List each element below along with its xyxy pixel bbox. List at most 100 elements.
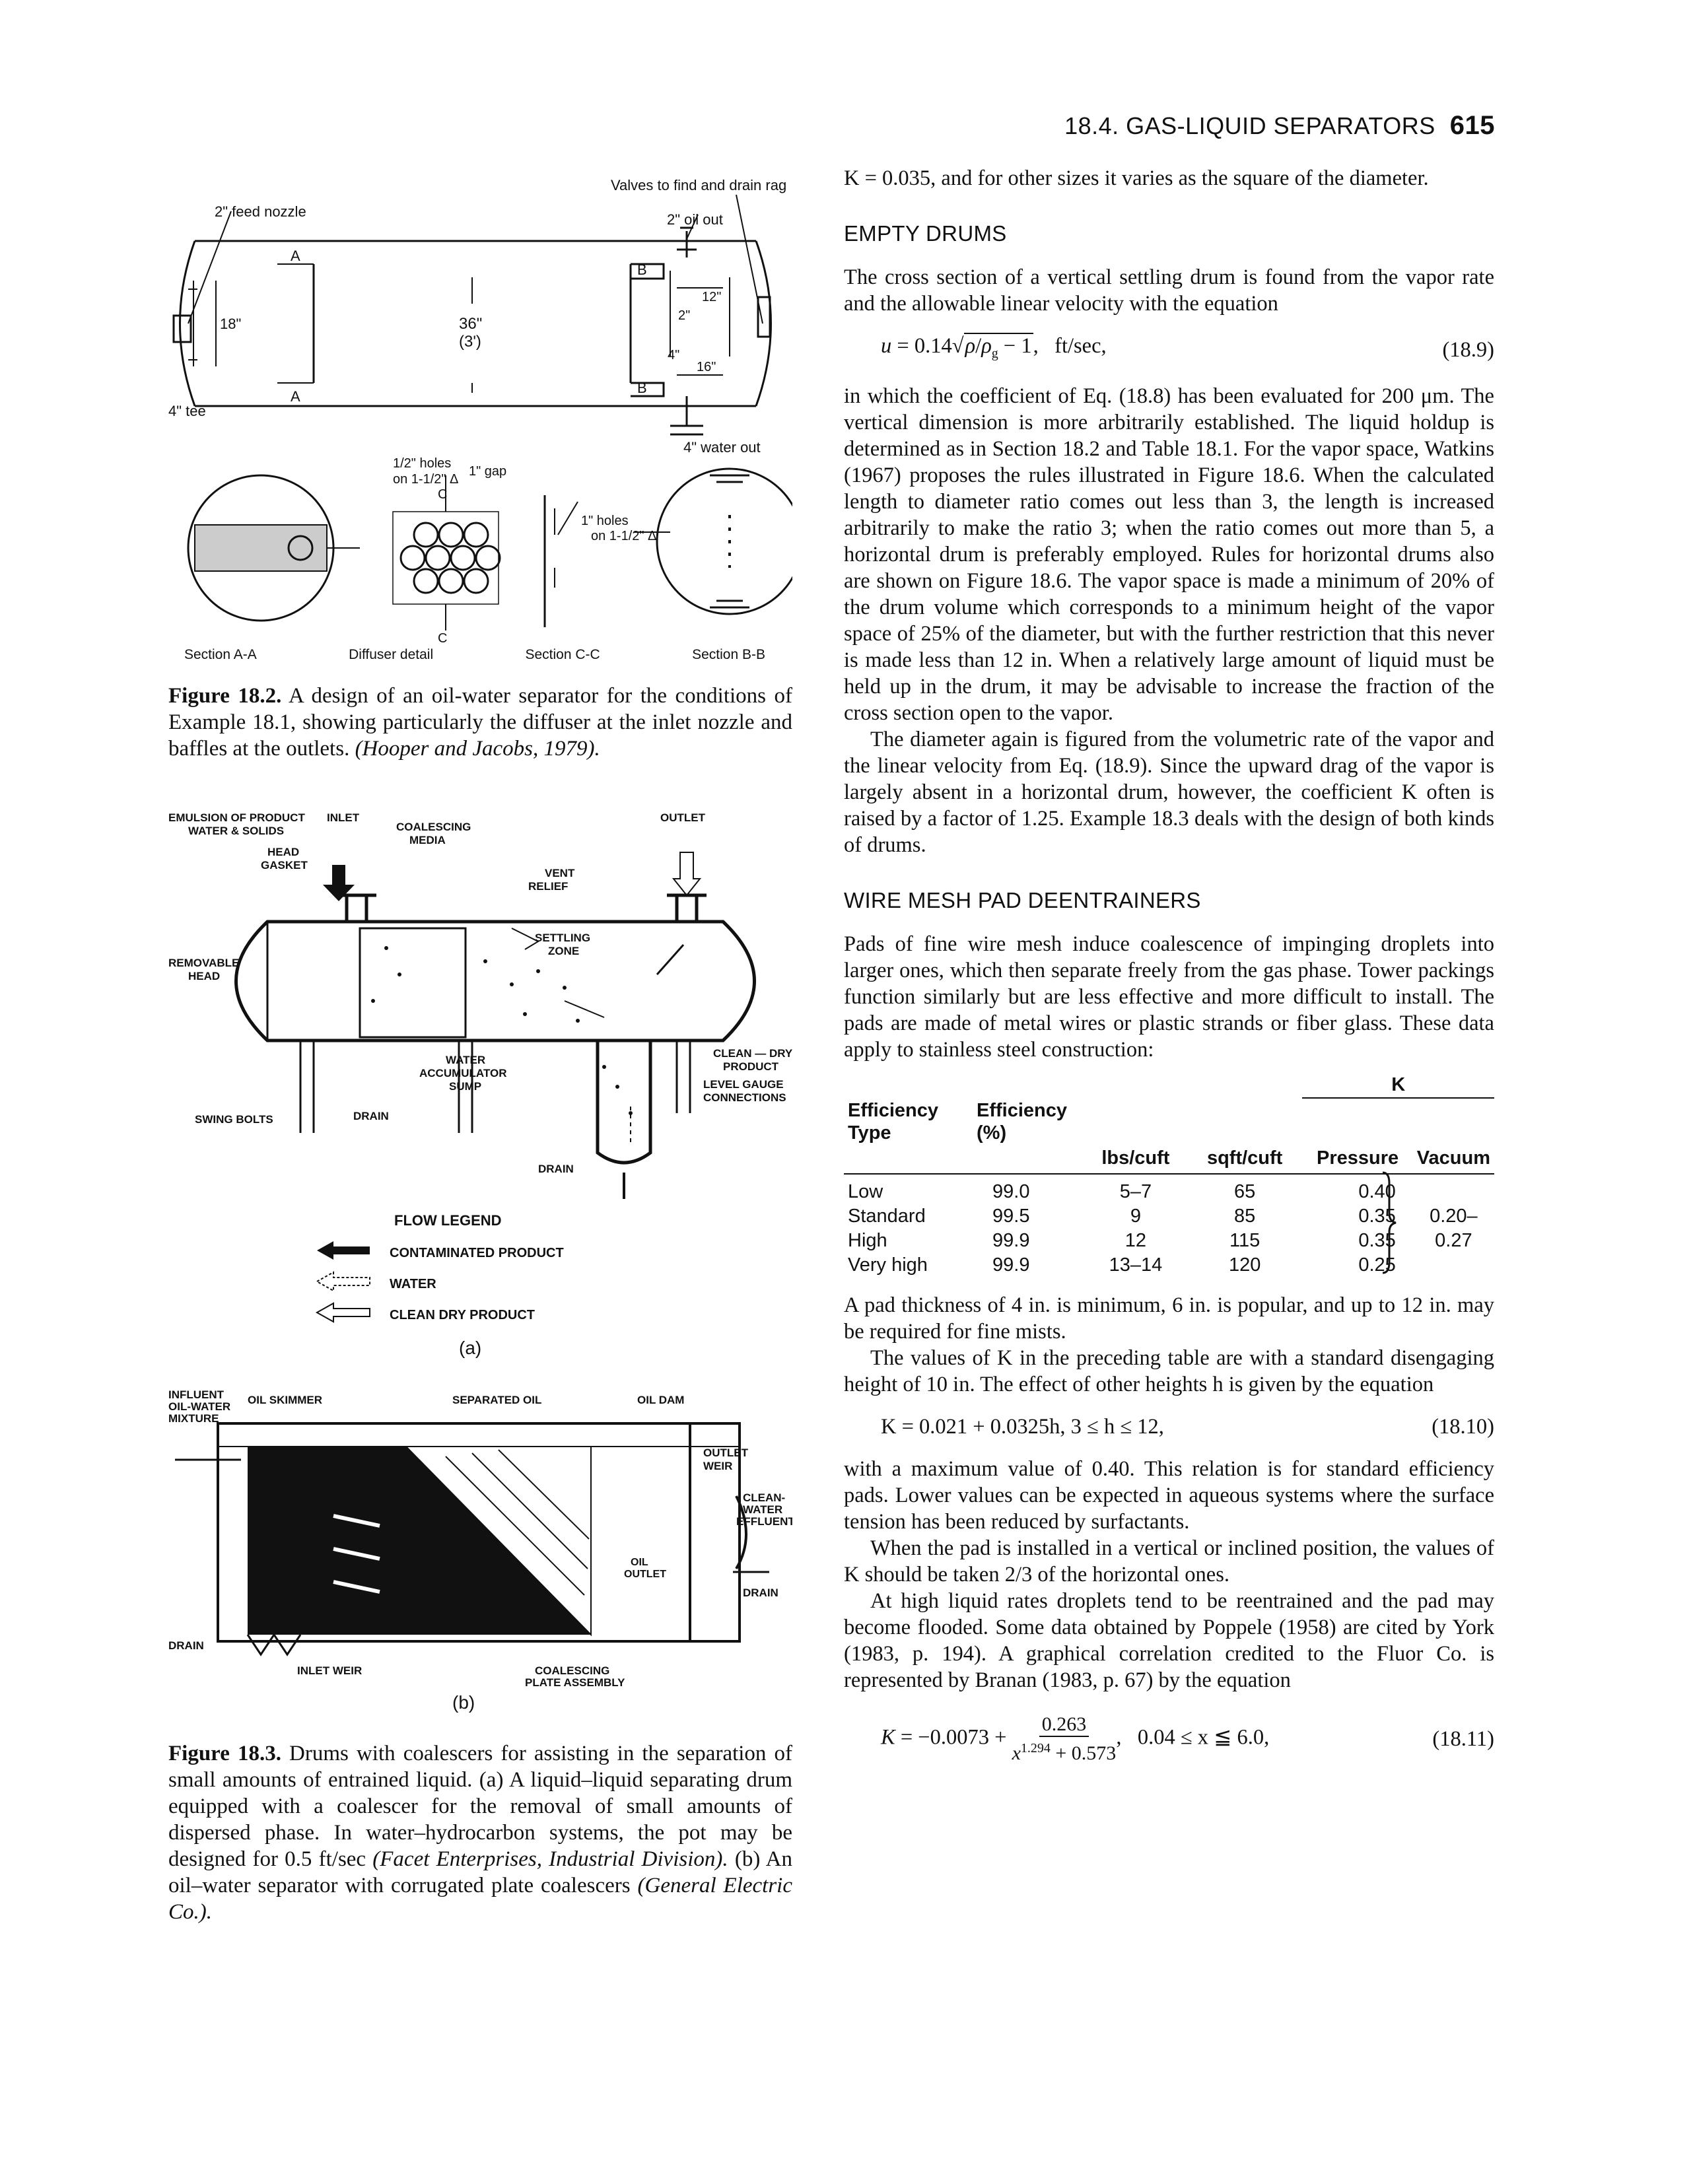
fig183a-emulsion: EMULSION OF PRODUCT bbox=[168, 811, 305, 824]
fig183a-level-gauge: LEVEL GAUGE bbox=[703, 1078, 784, 1091]
table-cell: Low bbox=[848, 1180, 883, 1202]
fig183a-accumulator: ACCUMULATOR bbox=[419, 1067, 507, 1079]
fig183b-clean: CLEAN- bbox=[743, 1491, 785, 1504]
table-header-efficiency-pct: Efficiency (%) bbox=[977, 1099, 1068, 1143]
table-header-efficiency-type: Efficiency Type bbox=[848, 1099, 938, 1143]
table-k-header: K bbox=[1391, 1074, 1406, 1095]
fig183a-legend-water-symbol bbox=[315, 1271, 370, 1292]
table-right-brace bbox=[1382, 1171, 1397, 1274]
figure-18-3-caption: Figure 18.3. Drums with coalescers for a… bbox=[168, 1740, 792, 1925]
fig183b-drain-right: DRAIN bbox=[743, 1587, 778, 1599]
fig182-section-aa: Section A-A bbox=[184, 647, 257, 662]
fig183-caption-source-2: (General Electric Co.). bbox=[168, 1874, 793, 1924]
figure-18-3b: INFLUENT OIL-WATER MIXTURE OIL SKIMMER S… bbox=[168, 1384, 792, 1925]
fig183a-inlet: INLET bbox=[327, 811, 360, 824]
fig183a-swing-bolts: SWING BOLTS bbox=[195, 1113, 273, 1126]
fig183a-product: PRODUCT bbox=[723, 1060, 779, 1073]
paragraph-diameter: The diameter again is figured from the v… bbox=[844, 727, 1494, 857]
table-cell: High bbox=[848, 1229, 887, 1251]
fig182-b-top-label: B bbox=[637, 261, 647, 278]
table-cell: 13–14 bbox=[1109, 1254, 1163, 1276]
fig182-dim-16: 16" bbox=[697, 360, 716, 374]
fig183a-legend-clean-symbol bbox=[315, 1302, 370, 1323]
paragraph-pad-thickness: A pad thickness of 4 in. is minimum, 6 i… bbox=[844, 1293, 1494, 1344]
equation-18-9: u = 0.14√ρ/ρg − 1, ft/sec, (18.9) bbox=[844, 333, 1494, 367]
fig183a-settling: SETTLING bbox=[535, 932, 590, 944]
fig183a-removable: REMOVABLE bbox=[168, 957, 239, 969]
fig183b-drain-left: DRAIN bbox=[168, 1639, 204, 1652]
equation-18-10-number: (18.10) bbox=[1432, 1414, 1494, 1439]
fig183-caption-text-1: Drums with coalescers for assisting in t… bbox=[168, 1742, 792, 1871]
paragraph-vertical: When the pad is installed in a vertical … bbox=[844, 1536, 1494, 1587]
running-head-section: 18.4. GAS-LIQUID SEPARATORS bbox=[1064, 112, 1435, 139]
fig182-b-bottom-label: B bbox=[637, 380, 647, 396]
table-cell: 85 bbox=[1234, 1205, 1256, 1227]
fig183b-separated-oil: SEPARATED OIL bbox=[452, 1394, 541, 1406]
wire-table-wrapper: K Efficiency Type Efficiency (%) lbs/cuf… bbox=[844, 1072, 1494, 1278]
fig183a-zone: ZONE bbox=[548, 945, 579, 957]
fig182-gap-label: 1" gap bbox=[469, 464, 506, 479]
fig183b-water: WATER bbox=[743, 1503, 782, 1516]
fig183b-oil: OIL bbox=[631, 1557, 648, 1568]
fig183b-outlet: OUTLET bbox=[703, 1447, 749, 1459]
left-column: Valves to find and drain rag 2" feed noz… bbox=[168, 165, 792, 1948]
page-number: 615 bbox=[1449, 111, 1495, 140]
fig183a-drain: DRAIN bbox=[353, 1110, 389, 1122]
table-cell: Very high bbox=[848, 1254, 928, 1276]
equation-18-11-range: 0.04 ≤ x ≦ 6.0, bbox=[1137, 1724, 1270, 1749]
table-cell: 65 bbox=[1234, 1180, 1256, 1202]
table-cell: 9 bbox=[1130, 1205, 1141, 1227]
fig183a-legend-contaminated-symbol bbox=[317, 1241, 370, 1260]
running-head: 18.4. GAS-LIQUID SEPARATORS 615 bbox=[769, 111, 1495, 141]
table-cell: 99.9 bbox=[992, 1254, 1030, 1276]
equation-18-10: K = 0.021 + 0.0325h, 3 ≤ h ≤ 12, (18.10) bbox=[844, 1414, 1494, 1440]
table-cell: 12 bbox=[1124, 1229, 1147, 1251]
fig182-dim-3ft: (3') bbox=[459, 333, 481, 351]
figure-18-2-caption: Figure 18.2. A design of an oil-water se… bbox=[168, 683, 792, 762]
fig182-section-cc: Section C-C bbox=[525, 647, 600, 662]
figure-18-3b-drawing: INFLUENT OIL-WATER MIXTURE OIL SKIMMER S… bbox=[168, 1388, 792, 1713]
table-cell: 99.5 bbox=[992, 1205, 1030, 1227]
equation-18-11-number: (18.11) bbox=[1432, 1726, 1494, 1751]
table-header-vacuum: Vacuum bbox=[1412, 1145, 1494, 1175]
fig182-valves-label: Valves to find and drain rag bbox=[611, 177, 786, 193]
fig182-dim-2: 2" bbox=[678, 308, 690, 323]
fig182-c-bottom-label: C bbox=[438, 631, 447, 646]
fig183a-vent: VENT bbox=[545, 867, 575, 879]
fig182-on-1half-b-label: on 1-1/2" Δ bbox=[591, 529, 656, 543]
fig183-caption-text-2: (b) An oil–water separator with corrugat… bbox=[168, 1847, 793, 1897]
fig182-oil-out-label: 2" oil out bbox=[667, 211, 723, 228]
fig183b-weir: WEIR bbox=[703, 1460, 732, 1472]
right-column: K = 0.035, and for other sizes it varies… bbox=[844, 165, 1494, 1781]
fig182-c-top-label: C bbox=[438, 487, 447, 502]
fig183b-influent: INFLUENT bbox=[168, 1388, 225, 1401]
fig183a-head: HEAD bbox=[267, 846, 299, 858]
paragraph-k-values: The values of K in the preceding table a… bbox=[844, 1346, 1494, 1396]
paragraph-high-rates: At high liquid rates droplets tend to be… bbox=[844, 1588, 1494, 1692]
equation-18-9-units: ft/sec, bbox=[1054, 334, 1107, 358]
fig183-caption-label: Figure 18.3. bbox=[168, 1742, 281, 1765]
fig182-diffuser-detail: Diffuser detail bbox=[349, 647, 434, 662]
fig182-a-top-label: A bbox=[291, 248, 300, 264]
table-row: Standard 99.5 9 85 0.35 bbox=[844, 1204, 1494, 1229]
fig183a-panel-label: (a) bbox=[459, 1338, 481, 1358]
table-cell: 99.9 bbox=[992, 1229, 1030, 1251]
fig182-dim-12: 12" bbox=[702, 290, 721, 304]
fig182-dim-36: 36" bbox=[459, 315, 482, 333]
fig183a-media: MEDIA bbox=[409, 834, 446, 846]
fig183a-sump: SUMP bbox=[449, 1080, 481, 1093]
figure-18-2-drawing: Valves to find and drain rag 2" feed noz… bbox=[168, 177, 792, 646]
fig183a-gasket: GASKET bbox=[261, 859, 308, 871]
fig183b-oil-outlet: OUTLET bbox=[624, 1569, 666, 1580]
fig183b-inlet-weir: INLET WEIR bbox=[297, 1664, 362, 1677]
fig183b-oil-water: OIL-WATER bbox=[168, 1400, 230, 1413]
fig183b-coalescing: COALESCING bbox=[535, 1664, 609, 1677]
figure-18-3a-drawing: EMULSION OF PRODUCT WATER & SOLIDS INLET… bbox=[168, 811, 792, 1358]
fig183b-oil-dam: OIL DAM bbox=[637, 1394, 684, 1406]
fig183a-legend-clean: CLEAN DRY PRODUCT bbox=[390, 1308, 535, 1322]
fig182-half-holes-label: 1/2" holes bbox=[393, 456, 451, 471]
figure-18-2: Valves to find and drain rag 2" feed noz… bbox=[168, 165, 792, 762]
fig183-caption-source-1: (Facet Enterprises, Industrial Division)… bbox=[372, 1847, 728, 1871]
fig183a-legend-contaminated: CONTAMINATED PRODUCT bbox=[390, 1246, 564, 1260]
